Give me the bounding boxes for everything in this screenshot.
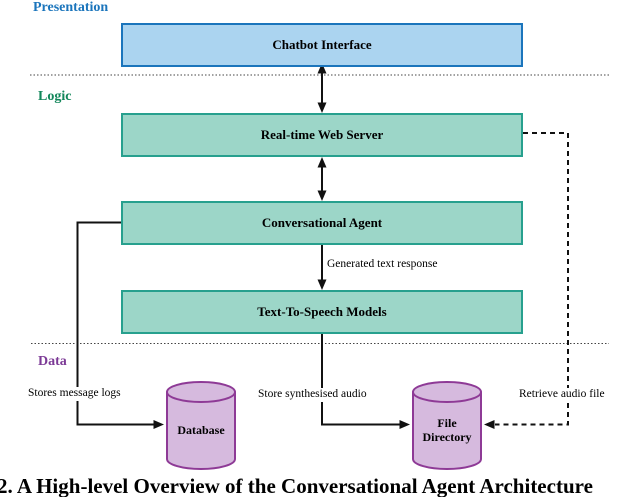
arrow-agent-tts [317, 245, 327, 290]
arrow-chatbot-webserver [317, 63, 327, 113]
edge-label-generated-text-response: Generated text response [325, 258, 440, 272]
section-label-logic: Logic [38, 89, 72, 104]
arrow-webserver-agent [317, 157, 327, 201]
file-directory-cylinder [412, 381, 482, 470]
node-text-to-speech-models-label: Text-To-Speech Models [257, 304, 387, 319]
section-label-presentation: Presentation [33, 0, 109, 15]
node-chatbot-interface-label: Chatbot Interface [272, 37, 372, 52]
node-realtime-web-server-label: Real-time Web Server [260, 127, 384, 142]
node-conversational-agent: Conversational Agent [121, 201, 523, 245]
arrow-filedirectory-webserver-dashed [484, 132, 569, 429]
node-conversational-agent-label: Conversational Agent [261, 215, 383, 230]
edge-label-store-synthesised-audio: Store synthesised audio [256, 388, 369, 402]
file-directory-label: File Directory [422, 416, 472, 444]
node-chatbot-interface: Chatbot Interface [121, 23, 523, 67]
database-label: Database [177, 423, 225, 437]
arrow-agent-database [76, 221, 164, 429]
section-label-data: Data [38, 354, 67, 369]
node-realtime-web-server: Real-time Web Server [121, 113, 523, 157]
database-cylinder [166, 381, 236, 470]
figure-caption: 2. A High-level Overview of the Conversa… [0, 474, 593, 497]
edge-label-retrieve-audio-file: Retrieve audio file [517, 388, 607, 402]
edge-label-stores-message-logs: Stores message logs [26, 387, 123, 401]
node-text-to-speech-models: Text-To-Speech Models [121, 290, 523, 334]
arrow-tts-filedirectory [321, 334, 410, 429]
